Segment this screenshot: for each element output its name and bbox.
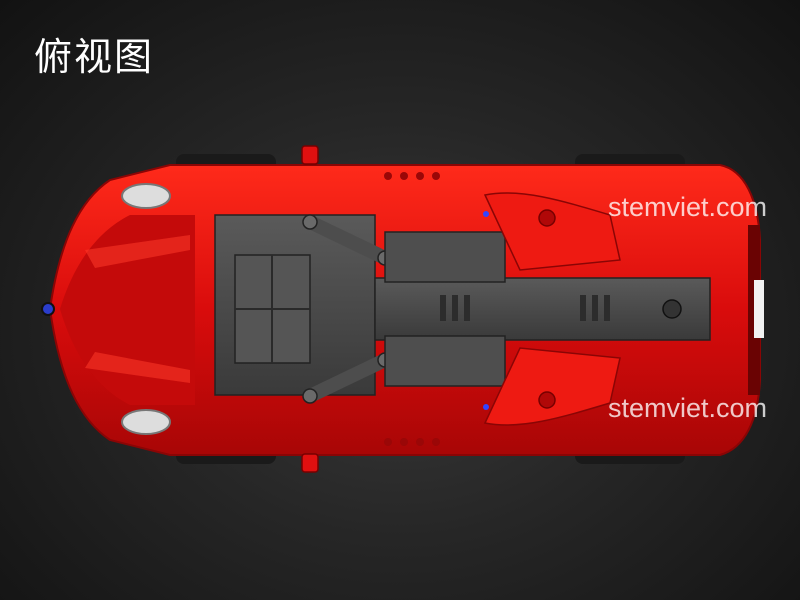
center-spine (374, 277, 711, 341)
fender-rear-left (483, 192, 621, 271)
rear-block-right (384, 335, 506, 387)
rear-plate (754, 280, 764, 338)
view-title: 俯视图 (34, 35, 155, 79)
watermark-top: stemviet.com (608, 192, 768, 222)
headlight-left (121, 183, 171, 209)
headlights (121, 183, 171, 435)
fender-rear-right (483, 347, 621, 426)
rear-block-left (384, 231, 506, 283)
headlight-right (121, 409, 171, 435)
mirror-left (301, 145, 319, 165)
watermark-bottom: stemviet.com (608, 393, 768, 423)
mirror-right (301, 453, 319, 473)
suspension-arms (303, 215, 392, 403)
front-badge (41, 302, 55, 316)
